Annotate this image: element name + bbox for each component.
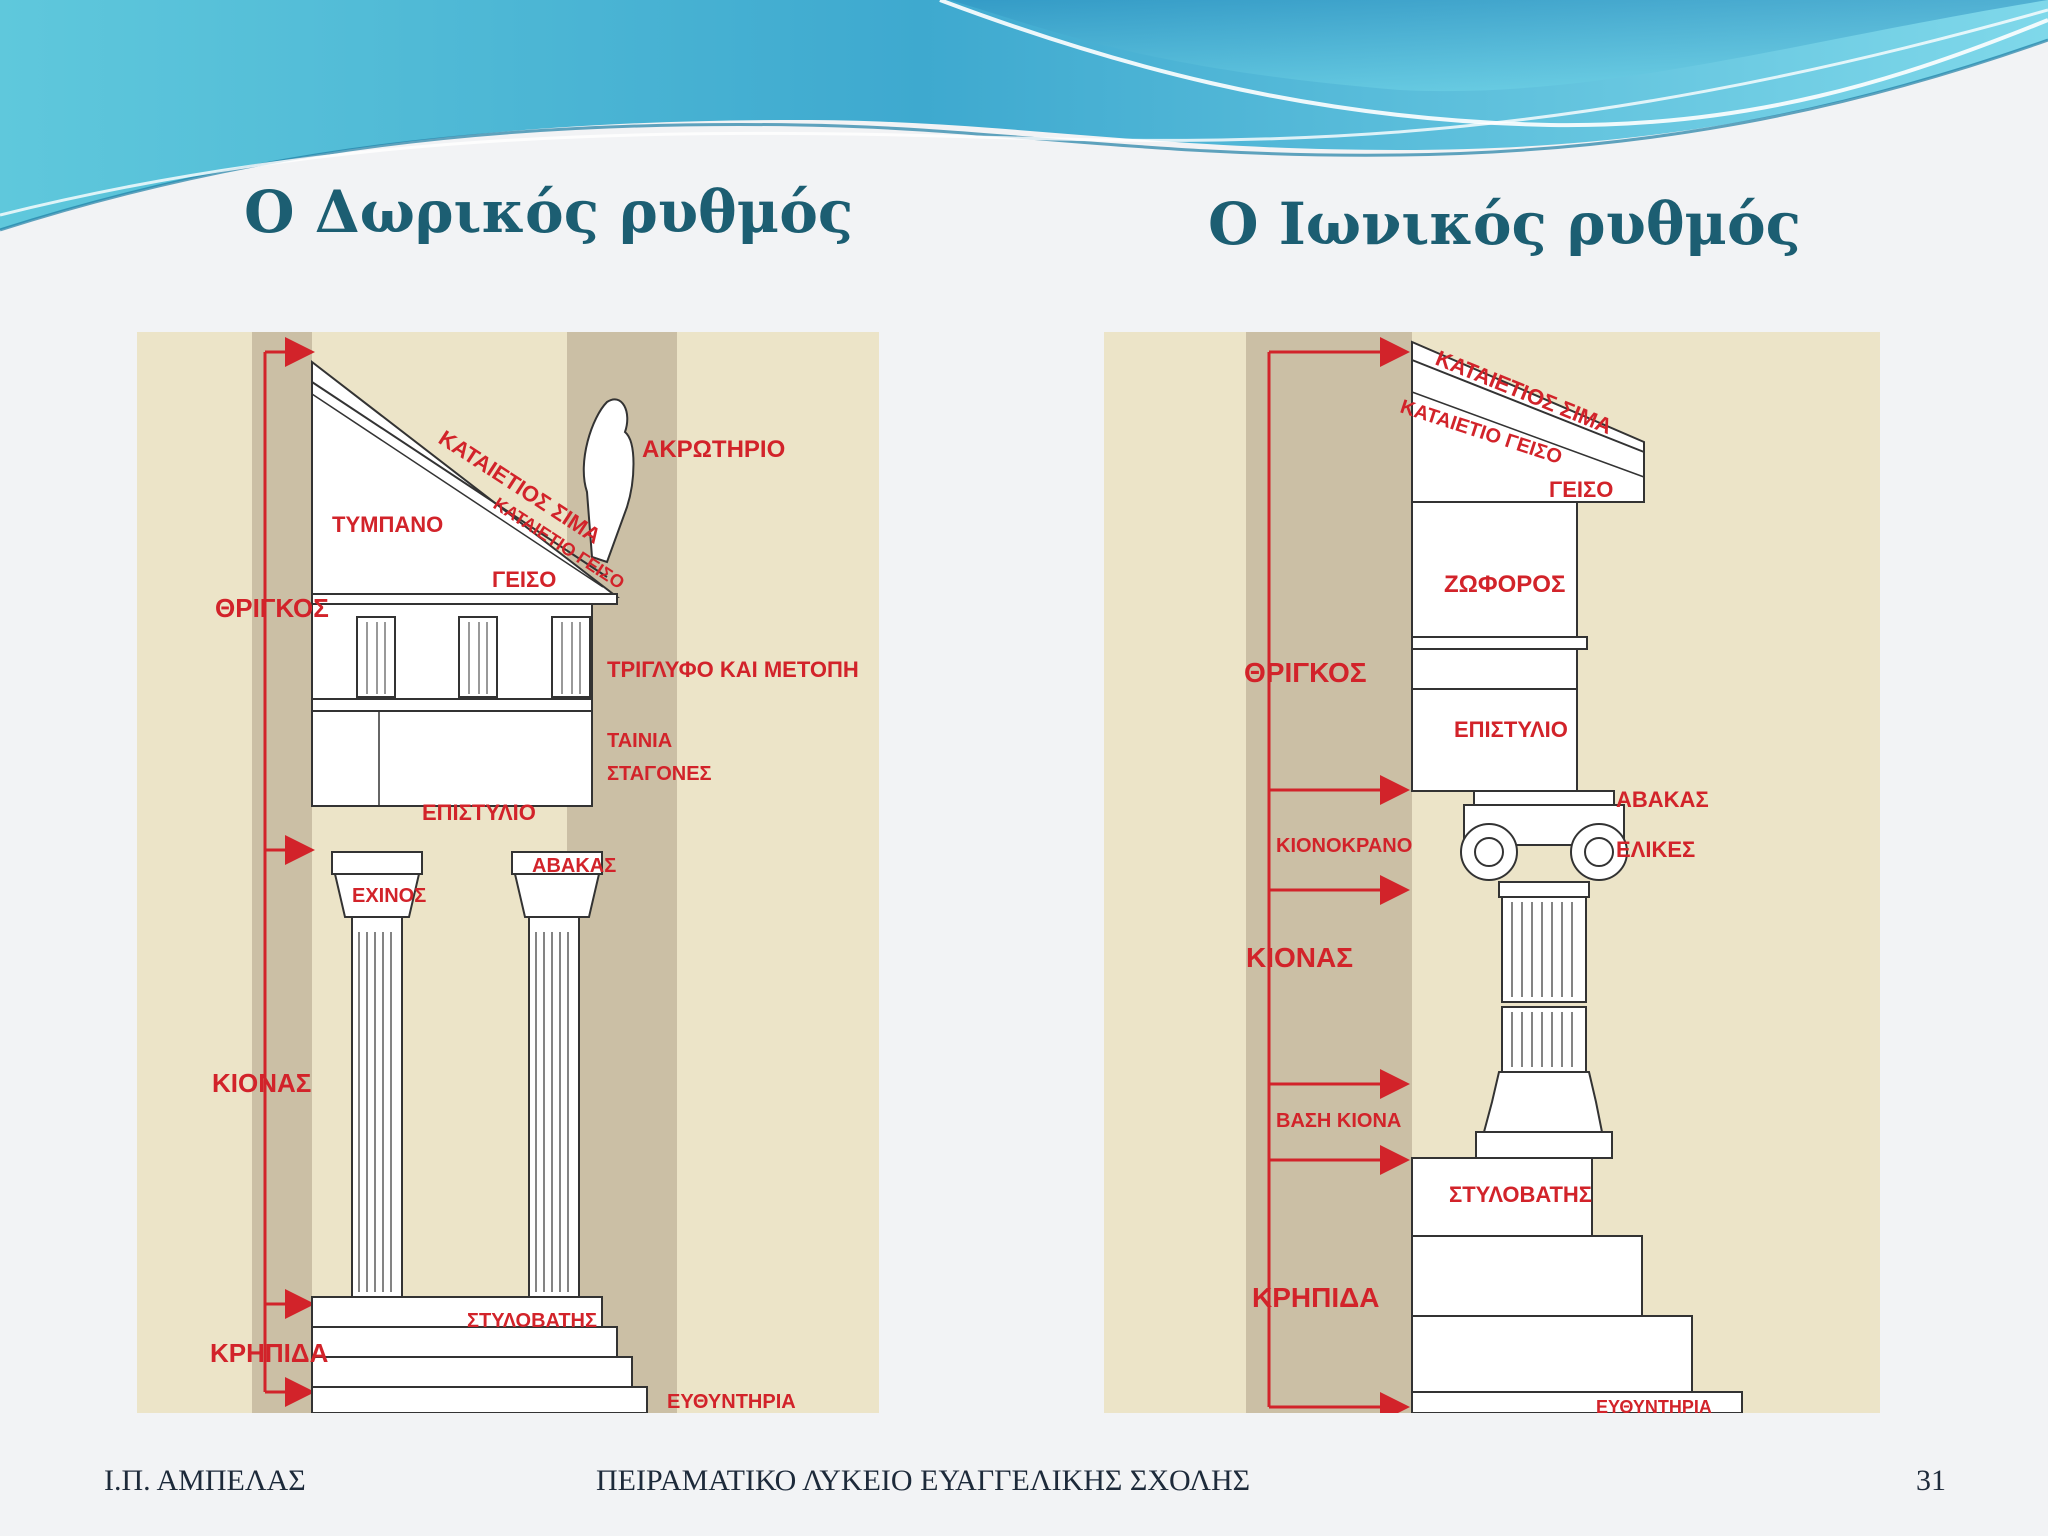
ionic-label-vasi-kiona: ΒΑΣΗ ΚΙΟΝΑ xyxy=(1276,1110,1401,1132)
label-akrotirio: ΑΚΡΩΤΗΡΙΟ xyxy=(642,436,785,463)
ionic-label-kionokrano: ΚΙΟΝΟΚΡΑΝΟ xyxy=(1276,835,1412,857)
doric-diagram: ΑΚΡΩΤΗΡΙΟ ΚΑΤΑΙΕΤΙΟΣ ΣΙΜΑ ΚΑΤΑΙΕΤΙΟ ΓΕΙΣ… xyxy=(137,332,879,1413)
label-tainia: ΤΑΙΝΙΑ xyxy=(607,730,672,752)
label-echinos: ΕΧΙΝΟΣ xyxy=(352,885,426,907)
label-tympano: ΤΥΜΠΑΝΟ xyxy=(332,512,443,537)
ionic-label-geiso: ΓΕΙΣΟ xyxy=(1549,477,1613,502)
label-triglyfo: ΤΡΙΓΛΥΦΟ ΚΑΙ ΜΕΤΟΠΗ xyxy=(607,657,859,682)
title-doric: Ο Δωρικός ρυθμός xyxy=(244,178,854,246)
label-kionas: ΚΙΟΝΑΣ xyxy=(212,1068,311,1098)
ionic-label-abakas: ΑΒΑΚΑΣ xyxy=(1616,787,1709,812)
label-stylovatis: ΣΤΥΛΟΒΑΤΗΣ xyxy=(467,1310,597,1332)
ionic-label-kionas: ΚΙΟΝΑΣ xyxy=(1246,942,1353,973)
ionic-label-efthynteria: ΕΥΘΥΝΤΗΡΙΑ xyxy=(1596,1397,1712,1413)
ionic-label-epistylio: ΕΠΙΣΤΥΛΙΟ xyxy=(1454,717,1568,742)
label-thrigkos: ΘΡΙΓΚΟΣ xyxy=(215,593,329,623)
label-abakas: ΑΒΑΚΑΣ xyxy=(532,855,616,877)
footer-author: Ι.Π. ΑΜΠΕΛΑΣ xyxy=(104,1464,306,1497)
ionic-label-thrigkos: ΘΡΙΓΚΟΣ xyxy=(1244,657,1367,688)
header-wave-decoration xyxy=(0,0,2048,232)
label-stagones: ΣΤΑΓΟΝΕΣ xyxy=(607,763,712,785)
ionic-label-zoforos: ΖΩΦΟΡΟΣ xyxy=(1444,571,1565,598)
footer-school: ΠΕΙΡΑΜΑΤΙΚΟ ΛΥΚΕΙΟ ΕΥΑΓΓΕΛΙΚΗΣ ΣΧΟΛΗΣ xyxy=(596,1464,1251,1497)
label-epistylio: ΕΠΙΣΤΥΛΙΟ xyxy=(422,800,536,825)
title-ionic: Ο Ιωνικός ρυθμός xyxy=(1208,190,1801,258)
label-krepida: ΚΡΗΠΙΔΑ xyxy=(210,1338,329,1368)
ionic-label-elikes: ΕΛΙΚΕΣ xyxy=(1616,837,1695,862)
ionic-label-krepida: ΚΡΗΠΙΔΑ xyxy=(1252,1282,1379,1313)
ionic-diagram: ΚΑΤΑΙΕΤΙΟΣ ΣΙΜΑ ΚΑΤΑΙΕΤΙΟ ΓΕΙΣΟ ΓΕΙΣΟ ΖΩ… xyxy=(1104,332,1880,1413)
ionic-label-stylovatis: ΣΤΥΛΟΒΑΤΗΣ xyxy=(1449,1182,1592,1207)
page-number: 31 xyxy=(1916,1464,1946,1497)
label-efthynteria: ΕΥΘΥΝΤΗΡΙΑ xyxy=(667,1391,796,1413)
label-geiso: ΓΕΙΣΟ xyxy=(492,567,556,592)
